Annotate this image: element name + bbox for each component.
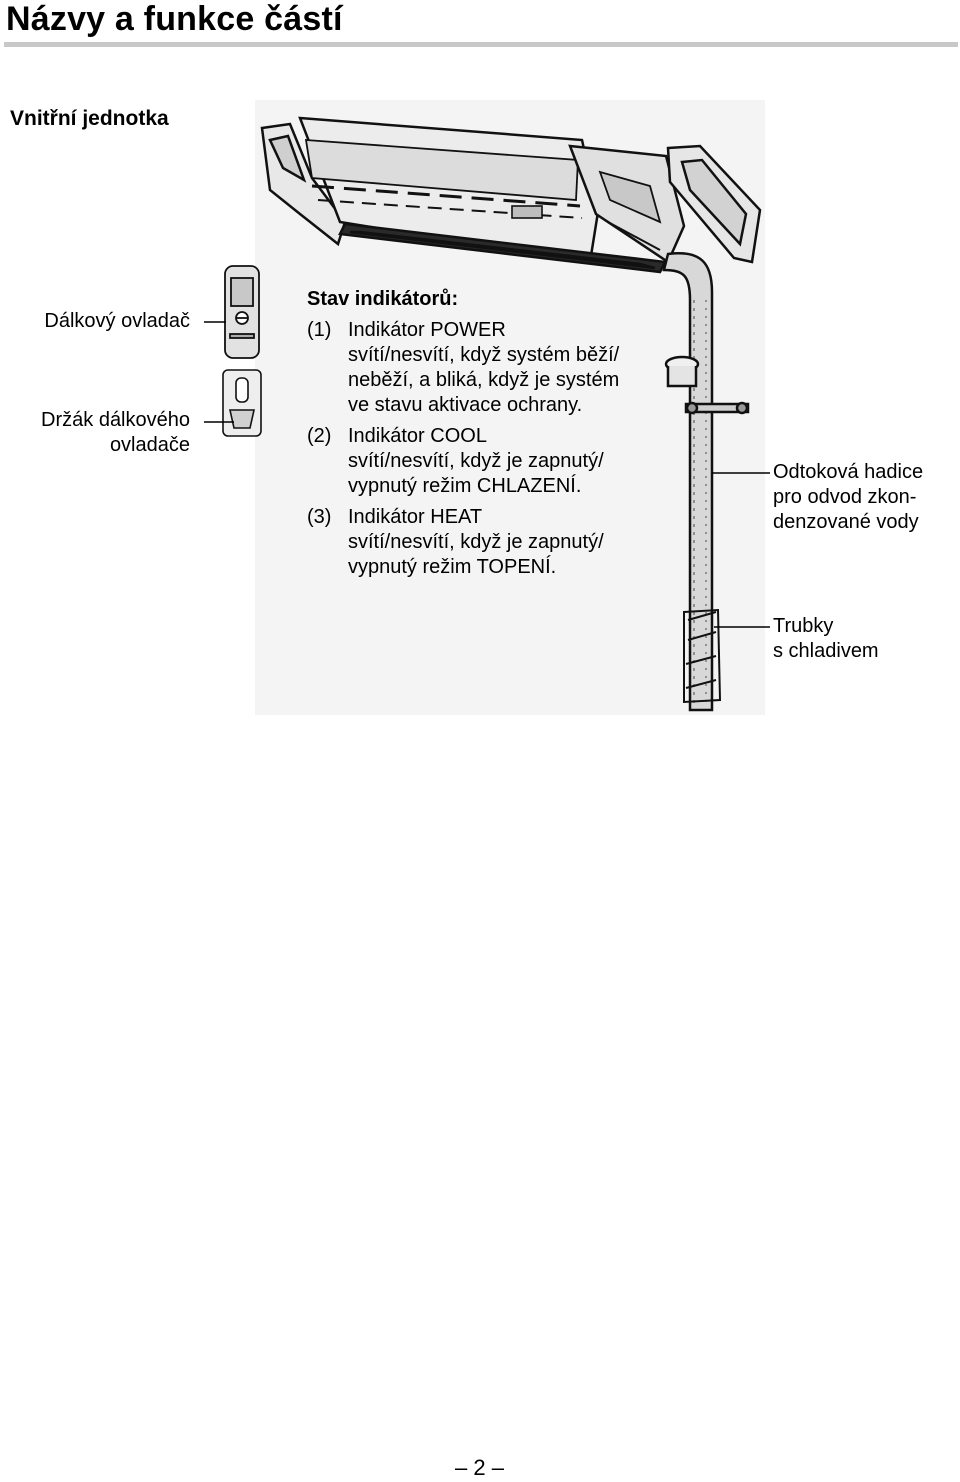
item-number: (2): [307, 425, 332, 447]
item-line: svítí/nesvítí, když systém běží/: [348, 344, 620, 366]
item-line: Indikátor HEAT: [348, 506, 483, 528]
item-line: neběží, a bliká, když je systém: [348, 369, 620, 391]
drain-label-line: pro odvod zkon-: [773, 486, 917, 508]
drain-hose-label: Odtoková hadice pro odvod zkon- denzovan…: [773, 460, 958, 535]
item-line: svítí/nesvítí, když je zapnutý/: [348, 450, 604, 472]
remote-holder-label: Držák dálkového ovladače: [10, 408, 190, 458]
item-number: (3): [307, 506, 332, 528]
status-item-power: (1) Indikátor POWER svítí/nesvítí, když …: [307, 318, 667, 418]
remote-controller: [224, 265, 260, 359]
indicator-status-block: Stav indikátorů: (1) Indikátor POWER sví…: [307, 287, 667, 586]
holder-label-line: Držák dálkového: [41, 409, 190, 431]
item-number: (1): [307, 319, 332, 341]
pipes-label-line: s chladivem: [773, 640, 879, 662]
indoor-unit-illustration: [204, 100, 770, 715]
status-item-cool: (2) Indikátor COOL svítí/nesvítí, když j…: [307, 424, 667, 499]
section-heading: Vnitřní jednotka: [10, 107, 169, 130]
page-number: – 2 –: [455, 1455, 504, 1480]
drain-hose-and-pipes: [662, 252, 750, 712]
remote-holder: [222, 369, 262, 437]
right-flap: [666, 144, 762, 264]
status-heading: Stav indikátorů:: [307, 288, 459, 310]
drain-label-line: Odtoková hadice: [773, 461, 924, 483]
item-line: ve stavu aktivace ochrany.: [348, 394, 583, 416]
item-line: Indikátor COOL: [348, 425, 487, 447]
left-flap: [260, 122, 347, 247]
item-line: Indikátor POWER: [348, 319, 506, 341]
page-title: Názvy a funkce částí: [6, 0, 343, 38]
refrigerant-pipes-label: Trubky s chladivem: [773, 614, 958, 664]
item-line: vypnutý režim TOPENÍ.: [348, 556, 557, 578]
title-divider: [4, 42, 958, 47]
holder-label-line: ovladače: [109, 434, 190, 456]
remote-label-line: Dálkový ovladač: [44, 310, 190, 332]
item-line: svítí/nesvítí, když je zapnutý/: [348, 531, 604, 553]
status-item-heat: (3) Indikátor HEAT svítí/nesvítí, když j…: [307, 505, 667, 580]
item-line: vypnutý režim CHLAZENÍ.: [348, 475, 582, 497]
remote-controller-label: Dálkový ovladač: [10, 309, 190, 334]
drain-label-line: denzované vody: [773, 511, 919, 533]
leader-lines: [204, 321, 770, 628]
pipes-label-line: Trubky: [773, 615, 834, 637]
indoor-unit-body: [298, 116, 686, 274]
